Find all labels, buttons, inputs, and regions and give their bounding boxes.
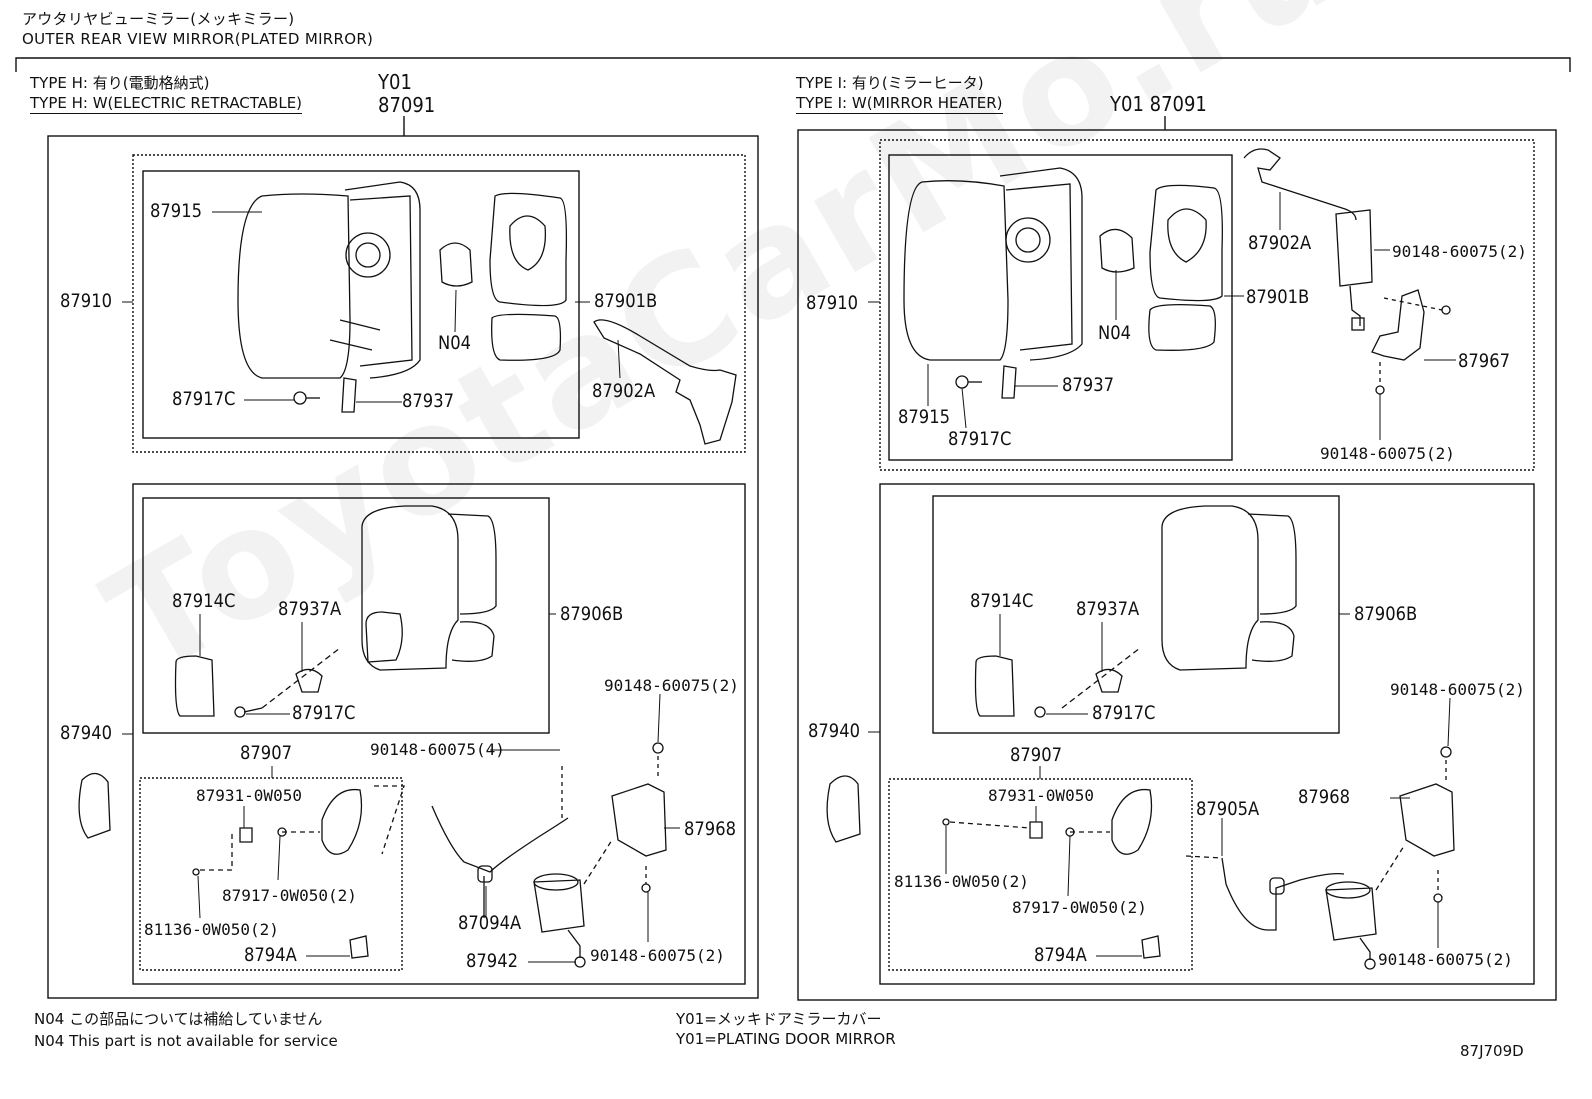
- part-label: 87917C: [948, 428, 1012, 450]
- part-label: 87931-0W050: [988, 786, 1094, 805]
- left-outer-box: [47, 135, 759, 999]
- part-label: 90148-60075(4): [370, 740, 505, 759]
- right-mirror-base: [1149, 184, 1223, 302]
- part-label: 87910: [60, 290, 112, 312]
- left-type-jp: TYPE H: 有り(電動格納式): [30, 74, 210, 92]
- part-label: 87967: [1458, 350, 1510, 372]
- part-label: 87914C: [172, 590, 236, 612]
- left-87940-cover: [78, 772, 111, 839]
- part-label: 87937A: [278, 598, 342, 620]
- right-outer-box: [797, 129, 1557, 1001]
- part-label: 87917C: [292, 702, 356, 724]
- part-label: 87940: [808, 720, 860, 742]
- left-housing: [361, 505, 459, 671]
- part-label: 90148-60075(2): [1392, 242, 1527, 261]
- footer-legend-en: Y01=PLATING DOOR MIRROR: [676, 1030, 896, 1048]
- left-mirror-glass: [237, 193, 351, 379]
- right-87914c-cap: [974, 655, 1015, 717]
- right-87902a-harness: [1243, 148, 1357, 221]
- left-harness: [593, 319, 737, 445]
- part-label: 87940: [60, 722, 112, 744]
- right-87967-bracket: [1371, 289, 1425, 361]
- right-87968-actuator: [1399, 783, 1455, 857]
- part-label: 87917C: [1092, 702, 1156, 724]
- part-label: 87915: [150, 200, 202, 222]
- part-label: 87906B: [1354, 603, 1418, 625]
- right-type-jp: TYPE I: 有り(ミラーヒータ): [796, 74, 984, 92]
- part-label: 81136-0W050(2): [144, 920, 279, 939]
- part-label: 90148-60075(2): [604, 676, 739, 695]
- part-label: 87905A: [1196, 798, 1260, 820]
- part-label: 87968: [684, 818, 736, 840]
- right-mirror-inner-box: [888, 154, 1233, 461]
- part-label: 87915: [898, 406, 950, 428]
- part-label: N04: [438, 332, 472, 354]
- left-code-assembly: 87091: [378, 93, 436, 117]
- title-en: OUTER REAR VIEW MIRROR(PLATED MIRROR): [22, 30, 374, 48]
- part-label: 87937: [1062, 374, 1114, 396]
- part-label: 87942: [466, 950, 518, 972]
- part-label: 87917-0W050(2): [1012, 898, 1147, 917]
- part-label: 87902A: [1248, 232, 1312, 254]
- right-mirror-glass: [903, 180, 1009, 361]
- left-87942-motor: [533, 879, 585, 933]
- left-mirror-base: [489, 192, 568, 307]
- left-87094a-harness: [431, 805, 569, 873]
- part-label: 81136-0W050(2): [894, 872, 1029, 891]
- part-label: 90148-60075(2): [1320, 444, 1455, 463]
- left-bracket-box: [139, 777, 403, 971]
- right-87940-cover: [826, 775, 861, 843]
- title-jp: アウタリヤビューミラー(メッキミラー): [22, 10, 295, 28]
- header-bracket: [15, 57, 1571, 72]
- part-label: 90148-60075(2): [1390, 680, 1525, 699]
- left-87968-actuator: [611, 783, 667, 857]
- part-label: 87094A: [458, 912, 522, 934]
- right-type-en: TYPE I: W(MIRROR HEATER): [796, 94, 1003, 114]
- left-housing-group-box: [132, 483, 746, 985]
- part-label: 8794A: [244, 944, 297, 966]
- right-housing-group-box: [879, 483, 1535, 985]
- part-label: 87937A: [1076, 598, 1140, 620]
- left-n04-motor: [439, 242, 473, 287]
- part-label: 87917-0W050(2): [222, 886, 357, 905]
- part-label: 87937: [402, 390, 454, 412]
- left-87907-bracket: [321, 788, 363, 855]
- left-cover-box: [142, 497, 550, 734]
- part-label: 87901B: [594, 290, 658, 312]
- right-87907-bracket: [1111, 788, 1153, 855]
- part-label: 87931-0W050: [196, 786, 302, 805]
- left-87914c-cap: [174, 655, 215, 717]
- right-housing: [1161, 505, 1259, 671]
- part-label: 87917C: [172, 388, 236, 410]
- right-bracket-box: [888, 778, 1193, 971]
- part-label: 90148-60075(2): [590, 946, 725, 965]
- part-label: 87914C: [970, 590, 1034, 612]
- left-code-variant: Y01: [378, 70, 412, 94]
- right-n04-motor: [1099, 228, 1135, 273]
- left-type-en: TYPE H: W(ELECTRIC RETRACTABLE): [30, 94, 303, 114]
- footer-legend-jp: Y01=メッキドアミラーカバー: [676, 1010, 882, 1028]
- part-label: 87907: [1010, 744, 1062, 766]
- part-label: 87910: [806, 292, 858, 314]
- left-mirror-group-box: [132, 154, 746, 453]
- right-87905a-harness: [1221, 857, 1345, 931]
- part-label: 87968: [1298, 786, 1350, 808]
- part-label: 87906B: [560, 603, 624, 625]
- part-label: 87907: [240, 742, 292, 764]
- part-label: 90148-60075(2): [1378, 950, 1513, 969]
- part-label: 87901B: [1246, 286, 1310, 308]
- right-87942-motor: [1325, 887, 1377, 941]
- part-label: N04: [1098, 322, 1132, 344]
- part-label: 8794A: [1034, 944, 1087, 966]
- right-code: Y01 87091: [1110, 92, 1207, 116]
- part-label: 87902A: [592, 380, 656, 402]
- diagram-code: 87J709D: [1460, 1042, 1524, 1060]
- footer-note-en: N04 This part is not available for servi…: [34, 1032, 338, 1050]
- right-mirror-group-box: [879, 139, 1535, 471]
- left-mirror-inner-box: [142, 170, 580, 439]
- footer-note-jp: N04 この部品については補給していません: [34, 1010, 323, 1028]
